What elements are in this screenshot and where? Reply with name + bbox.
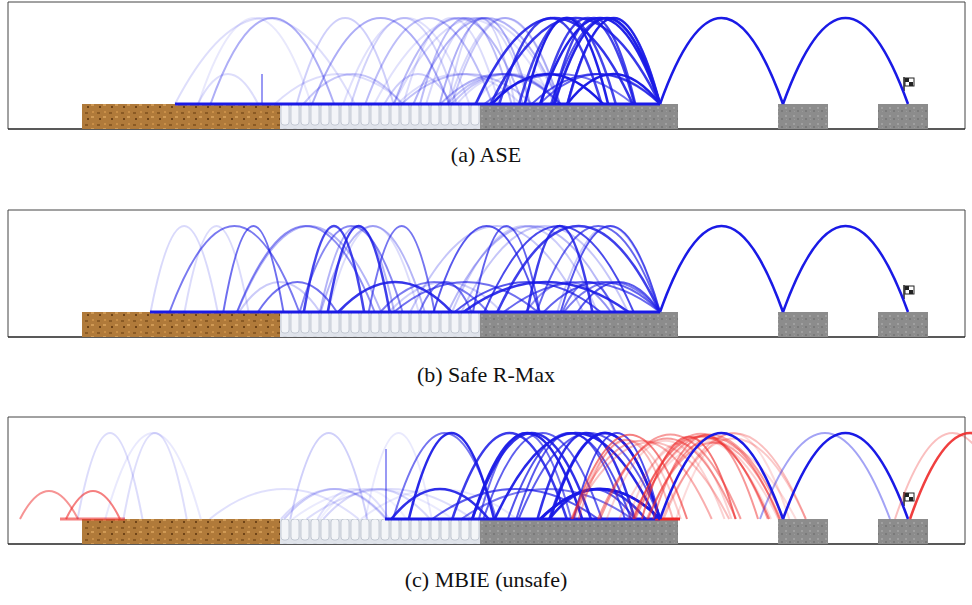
jump-arc (783, 433, 908, 519)
jump-arc (320, 226, 394, 312)
jump-arc (491, 18, 660, 104)
jump-arc (198, 74, 258, 104)
jump-arc (660, 226, 783, 312)
jump-arc (461, 226, 628, 312)
jump-arc (553, 18, 636, 104)
terrain-block (778, 519, 828, 544)
jump-arc (783, 18, 908, 104)
terrain-block (280, 519, 480, 544)
terrain-block (878, 104, 928, 129)
jump-arc (532, 74, 660, 104)
jump-arc (380, 282, 488, 312)
terrain-block (280, 312, 480, 337)
jump-arc (151, 226, 218, 312)
jump-arc (557, 226, 660, 312)
jump-arc (351, 18, 457, 104)
terrain-block (82, 519, 280, 544)
terrain-block (82, 312, 280, 337)
jump-arc (397, 74, 521, 104)
level-panel (8, 417, 972, 544)
jump-arc (403, 18, 499, 104)
terrain-block (480, 104, 678, 129)
panel-frame (8, 210, 965, 337)
jump-arc (307, 489, 473, 519)
terrain-block (878, 519, 928, 544)
jump-arc (312, 18, 449, 104)
jump-arc (223, 226, 283, 312)
jump-arc (258, 282, 337, 312)
jump-arc (328, 226, 390, 312)
panel-frame (8, 417, 965, 544)
jump-arc (170, 226, 300, 312)
jump-arc (452, 226, 597, 312)
jump-arc (394, 18, 560, 104)
jump-arc (210, 489, 359, 519)
goal-flag (904, 77, 914, 91)
goal-flag (904, 285, 914, 299)
terrain-block (480, 519, 678, 544)
jump-arc (760, 433, 890, 519)
jump-arc (66, 491, 120, 519)
jump-arc (540, 18, 660, 104)
jump-arc (105, 433, 201, 519)
jump-arc (211, 18, 335, 104)
jump-arc (473, 226, 540, 312)
panel-caption: (b) Safe R-Max (417, 362, 555, 388)
jump-arc (284, 489, 387, 519)
jump-arc (239, 282, 320, 312)
jump-arc (910, 433, 972, 519)
jump-arc (393, 433, 496, 519)
terrain-block (280, 104, 480, 129)
jump-arc (175, 18, 355, 104)
jump-arc (483, 433, 601, 519)
jump-arc (664, 433, 806, 519)
goal-flag (904, 492, 914, 506)
panel-caption: (c) MBIE (unsafe) (405, 567, 568, 593)
jump-arc (304, 226, 364, 312)
terrain-block (778, 104, 828, 129)
jump-arc (328, 226, 419, 312)
terrain-block (778, 312, 828, 337)
panel-frame (8, 2, 965, 129)
jump-arc (660, 18, 783, 104)
level-panel (8, 2, 965, 129)
jump-arc (472, 433, 591, 519)
terrain-block (480, 312, 678, 337)
jump-arc (78, 433, 143, 519)
jump-arc (519, 18, 616, 104)
jump-arc (321, 226, 425, 312)
panel-caption: (a) ASE (451, 142, 521, 168)
jump-arc (275, 74, 404, 104)
jump-arc (783, 226, 908, 312)
jump-arc (185, 226, 249, 312)
jump-arc (20, 491, 78, 519)
terrain-block (82, 104, 280, 129)
terrain-block (878, 312, 928, 337)
level-panel (8, 210, 965, 337)
jump-arc (297, 18, 394, 104)
jump-arc (537, 226, 660, 312)
trajectory (175, 103, 660, 106)
jump-arc (895, 433, 972, 519)
